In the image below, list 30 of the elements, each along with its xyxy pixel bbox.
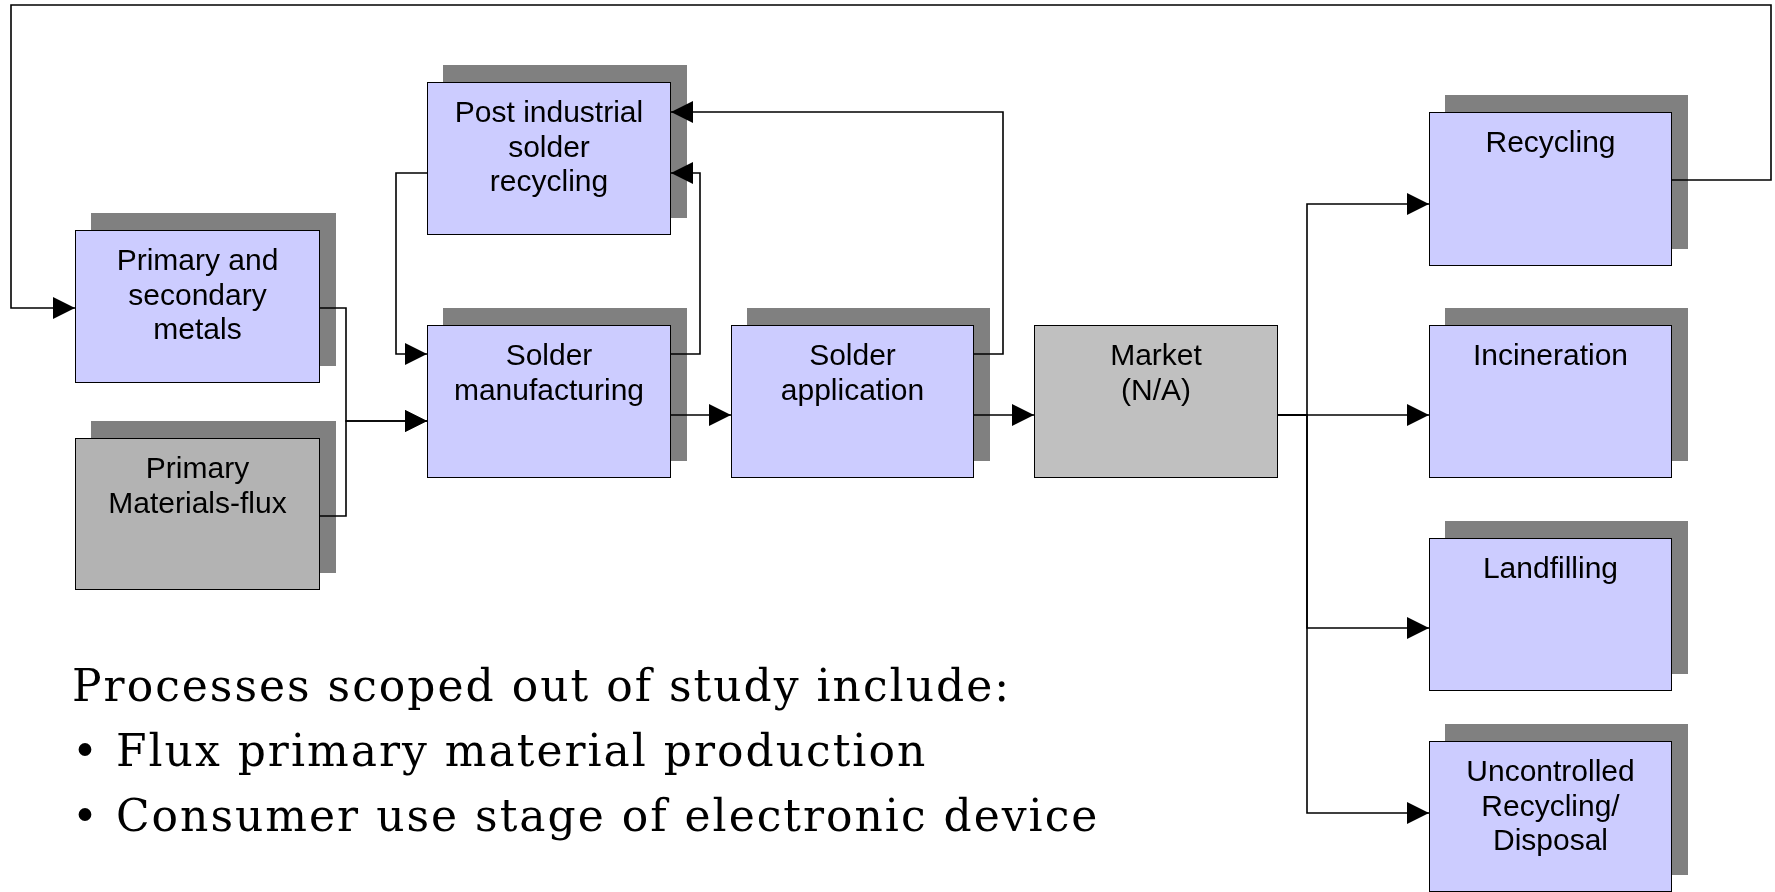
process-box — [731, 325, 974, 478]
arrow — [319, 410, 428, 517]
bullet-item: • Consumer use stage of electronic device — [72, 790, 1100, 841]
box-label: Landfilling — [1481, 551, 1620, 586]
process-box — [427, 82, 671, 235]
box-label: Incineration — [1471, 338, 1630, 373]
box-label: Primary and secondary metals — [115, 243, 280, 347]
box-label: Solder manufacturing — [452, 338, 646, 407]
arrow — [395, 172, 428, 365]
process-box — [1429, 325, 1672, 478]
arrow — [670, 404, 732, 426]
box-label: Post industrial solder recycling — [453, 95, 645, 199]
arrow — [10, 4, 1772, 319]
arrow — [973, 404, 1035, 426]
bullet-item: • Flux primary material production — [72, 725, 929, 776]
note-heading: Processes scoped out of study include: — [72, 660, 1012, 711]
process-box — [1429, 741, 1672, 892]
box-label: Market (N/A) — [1109, 338, 1203, 407]
process-box — [1429, 538, 1672, 691]
process-box — [1429, 112, 1672, 266]
arrow — [670, 101, 1004, 355]
arrow — [670, 162, 701, 355]
process-box — [427, 325, 671, 478]
box-label: Recycling — [1484, 125, 1617, 160]
box-label: Solder application — [779, 338, 926, 407]
process-box — [75, 438, 320, 590]
box-label: Uncontrolled Recycling/ Disposal — [1465, 754, 1636, 858]
box-label: Primary Materials-flux — [107, 451, 288, 520]
process-box — [75, 230, 320, 383]
process-box — [1034, 325, 1278, 478]
